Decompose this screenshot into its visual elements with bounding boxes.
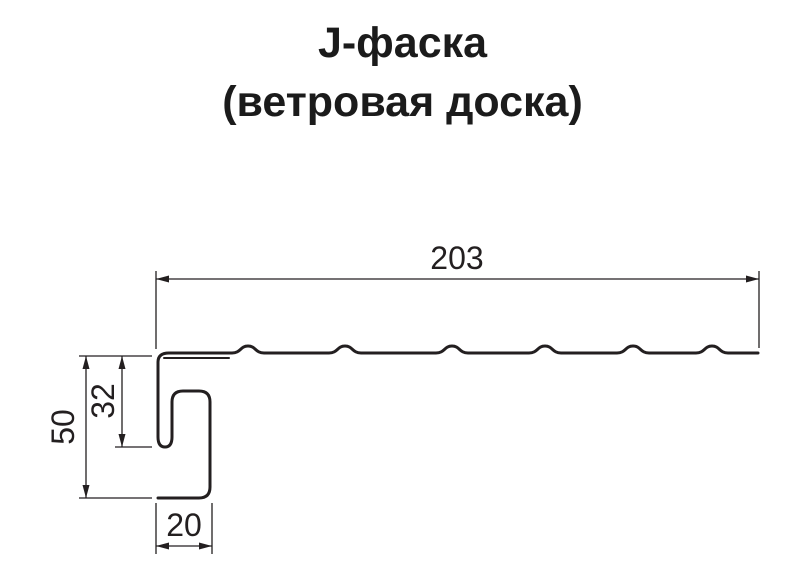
dim-hook-arrow-top xyxy=(118,356,126,369)
dim-hook-label: 32 xyxy=(85,383,121,419)
dimension-height: 50 xyxy=(45,355,152,499)
dim-width-label: 203 xyxy=(430,240,483,276)
dimension-bottom: 20 xyxy=(155,503,213,554)
dim-bottom-arrow-right xyxy=(199,542,212,550)
profile-outline-group xyxy=(156,344,760,500)
profile-outline xyxy=(156,344,760,500)
dim-height-label: 50 xyxy=(45,409,81,445)
dim-height-arrow-top xyxy=(82,356,90,369)
title-line2: (ветровая доска) xyxy=(222,78,583,126)
dimension-hook: 32 xyxy=(85,356,152,448)
dim-bottom-label: 20 xyxy=(166,507,202,543)
page-title: J-фаска (ветровая доска) xyxy=(0,14,805,132)
title-line1: J-фаска xyxy=(317,19,488,67)
dim-height-arrow-bottom xyxy=(82,485,90,498)
dimension-width: 203 xyxy=(155,240,760,349)
dim-width-arrow-right xyxy=(746,275,759,283)
dim-bottom-arrow-left xyxy=(156,542,169,550)
dim-hook-arrow-bottom xyxy=(118,434,126,447)
dim-width-arrow-left xyxy=(156,275,169,283)
